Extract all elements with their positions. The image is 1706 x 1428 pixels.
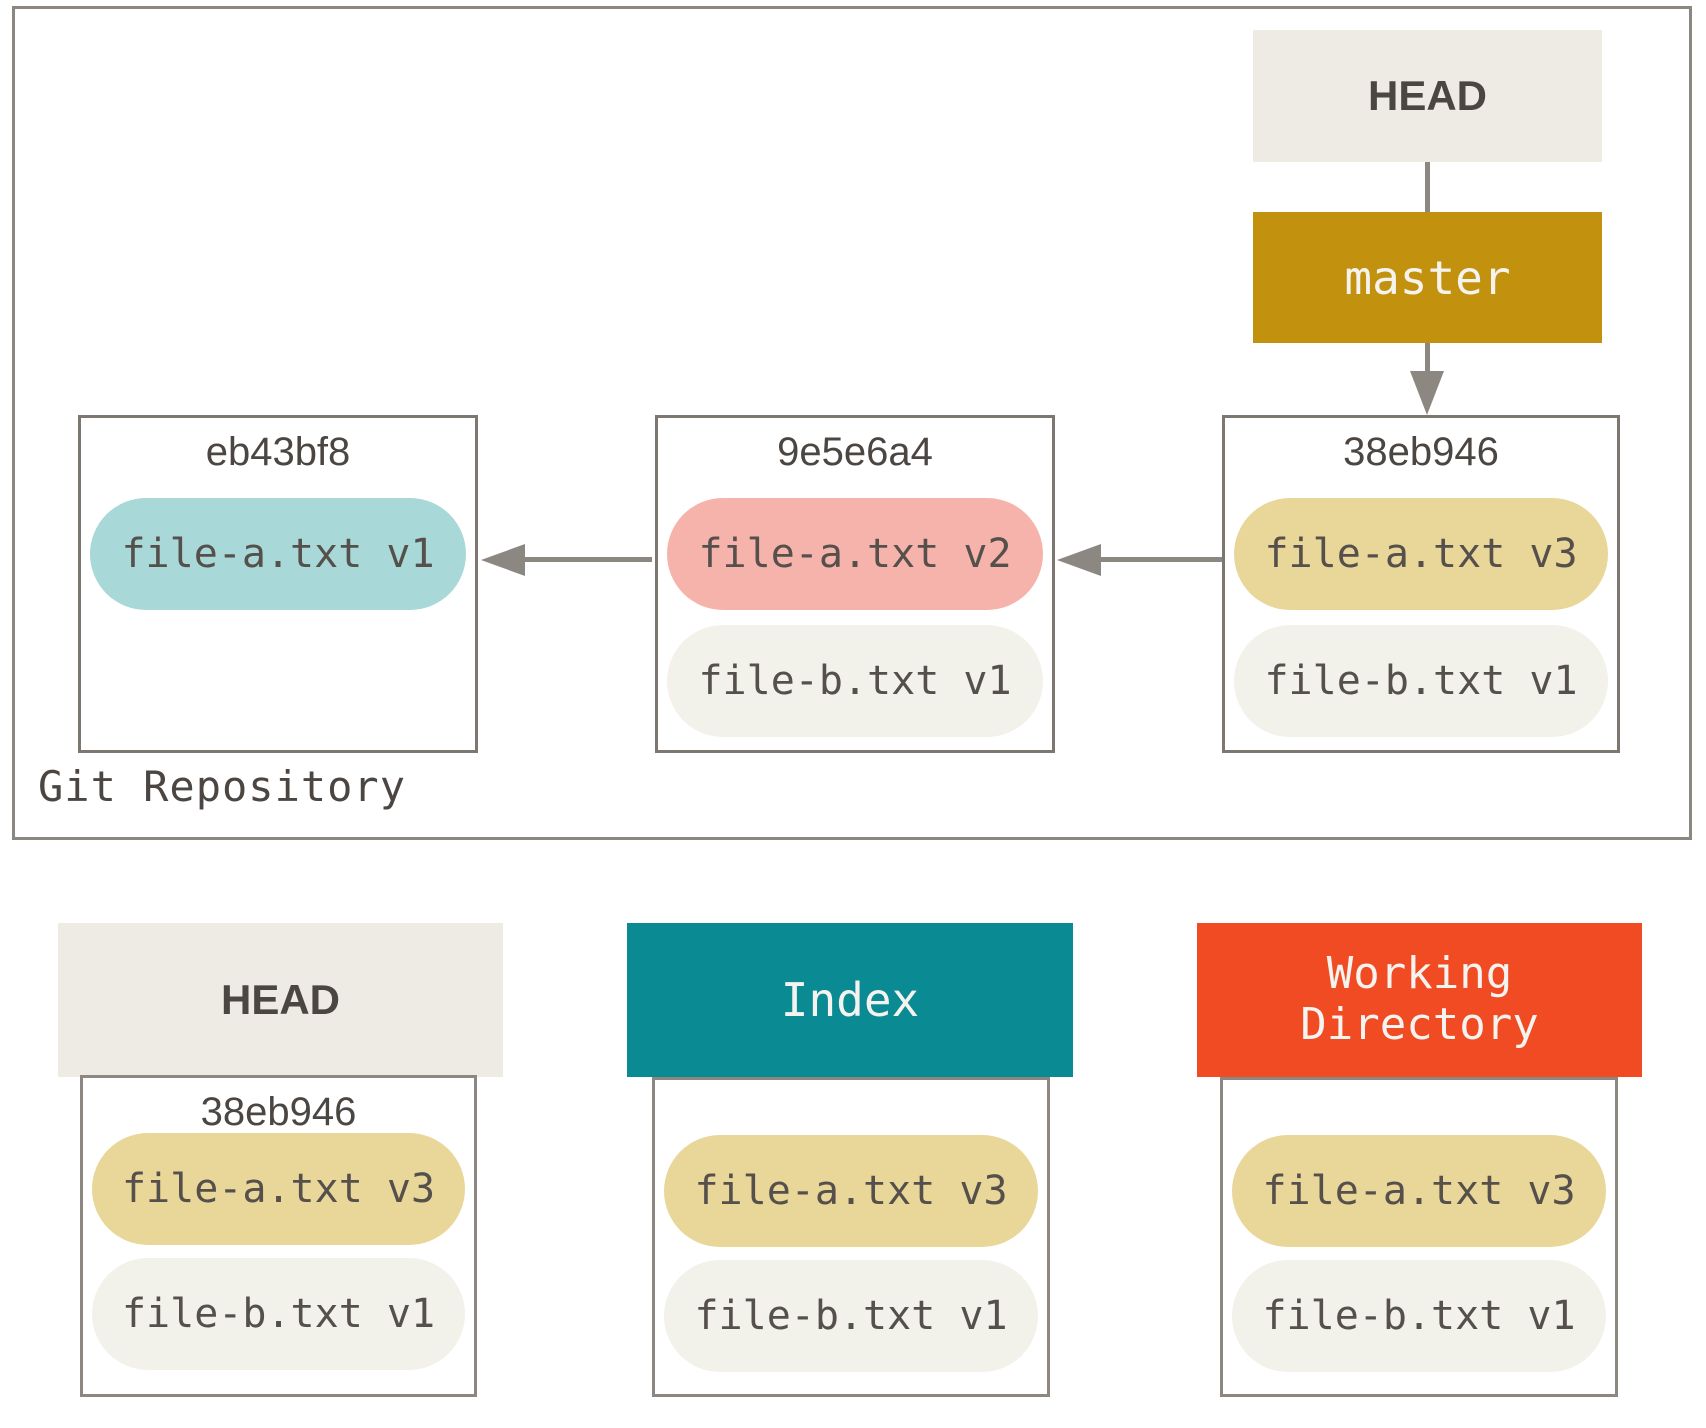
head-pointer-box: HEAD xyxy=(1253,30,1602,162)
commit-sha: 38eb946 xyxy=(1343,430,1499,474)
file-snapshot-label: file-a.txt v3 xyxy=(121,1166,436,1212)
file-snapshot-pill: file-b.txt v1 xyxy=(1232,1260,1606,1372)
connector-commit3-to-commit2 xyxy=(1099,557,1222,562)
area-title: Index xyxy=(780,972,920,1027)
area-body-working-directory: file-a.txt v3 file-b.txt v1 xyxy=(1220,1077,1618,1397)
file-snapshot-pill: file-b.txt v1 xyxy=(1234,625,1608,737)
file-snapshot-pill: file-a.txt v3 xyxy=(664,1135,1038,1247)
area-body-index: file-a.txt v3 file-b.txt v1 xyxy=(652,1077,1050,1397)
connector-master-to-commit xyxy=(1425,343,1430,373)
file-snapshot-label: file-a.txt v3 xyxy=(1264,531,1578,577)
commit-box-9e5e6a4: 9e5e6a4 file-a.txt v2 file-b.txt v1 xyxy=(655,415,1055,753)
master-branch-box: master xyxy=(1253,212,1602,343)
commit-sha: eb43bf8 xyxy=(205,430,351,474)
area-header-head: HEAD xyxy=(58,923,503,1077)
arrow-left-icon xyxy=(481,544,525,576)
area-header-index: Index xyxy=(627,923,1073,1077)
file-snapshot-label: file-b.txt v1 xyxy=(121,1291,436,1337)
commit-box-eb43bf8: eb43bf8 file-a.txt v1 xyxy=(78,415,478,753)
file-snapshot-label: file-b.txt v1 xyxy=(1264,658,1578,704)
area-body-head: 38eb946 file-a.txt v3 file-b.txt v1 xyxy=(80,1075,477,1397)
master-branch-label: master xyxy=(1344,250,1511,305)
file-snapshot-pill: file-a.txt v3 xyxy=(1232,1135,1606,1247)
file-snapshot-pill: file-b.txt v1 xyxy=(92,1258,465,1370)
area-title: HEAD xyxy=(220,975,340,1023)
file-snapshot-label: file-a.txt v1 xyxy=(121,531,435,577)
git-repository-box xyxy=(12,6,1692,840)
area-header-working-directory: Working Directory xyxy=(1197,923,1642,1077)
area-title: Working Directory xyxy=(1300,948,1539,1050)
file-snapshot-pill: file-a.txt v2 xyxy=(667,498,1043,610)
file-snapshot-pill: file-b.txt v1 xyxy=(664,1260,1038,1372)
arrow-left-icon xyxy=(1057,544,1101,576)
git-repository-label: Git Repository xyxy=(38,762,407,811)
head-pointer-label: HEAD xyxy=(1367,72,1487,119)
connector-commit2-to-commit1 xyxy=(523,557,652,562)
file-snapshot-label: file-a.txt v2 xyxy=(698,531,1012,577)
file-snapshot-label: file-a.txt v3 xyxy=(1262,1168,1576,1214)
area-commit-sha: 38eb946 xyxy=(200,1090,357,1134)
file-snapshot-pill: file-a.txt v3 xyxy=(1234,498,1608,610)
commit-sha: 9e5e6a4 xyxy=(777,430,933,474)
file-snapshot-label: file-b.txt v1 xyxy=(694,1293,1008,1339)
file-snapshot-pill: file-a.txt v1 xyxy=(90,498,466,610)
file-snapshot-label: file-a.txt v3 xyxy=(694,1168,1008,1214)
file-snapshot-label: file-b.txt v1 xyxy=(698,658,1012,704)
connector-head-to-master xyxy=(1425,162,1430,212)
file-snapshot-label: file-b.txt v1 xyxy=(1262,1293,1576,1339)
commit-box-38eb946: 38eb946 file-a.txt v3 file-b.txt v1 xyxy=(1222,415,1620,753)
arrow-down-icon xyxy=(1410,371,1444,415)
file-snapshot-pill: file-b.txt v1 xyxy=(667,625,1043,737)
file-snapshot-pill: file-a.txt v3 xyxy=(92,1133,465,1245)
